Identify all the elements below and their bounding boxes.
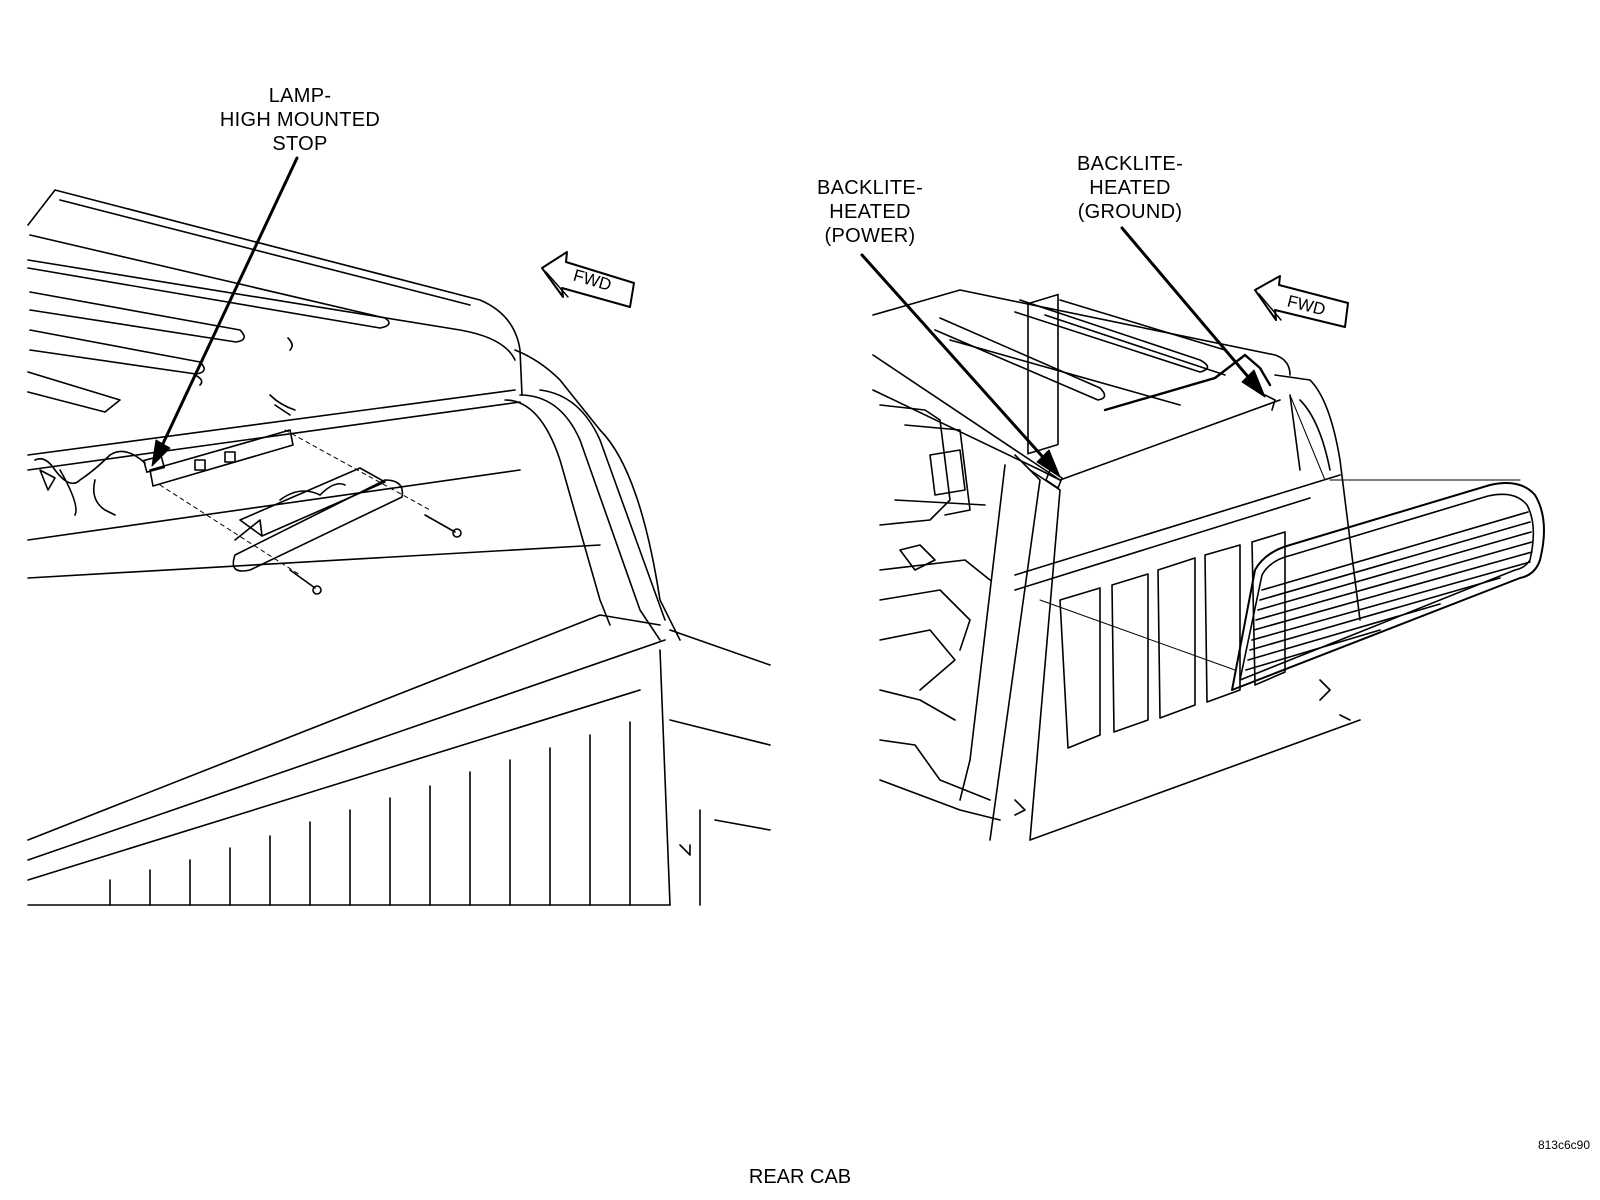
fwd-label-left: FWD bbox=[571, 266, 613, 295]
callout-backlite-heated-power: BACKLITE- HEATED (POWER) bbox=[790, 176, 950, 248]
backlite-ground-leader-arrow bbox=[1120, 226, 1266, 398]
lamp-leader-arrow bbox=[151, 156, 299, 467]
callout-power-line-1: BACKLITE- bbox=[816, 177, 924, 199]
callout-power-line-3: (POWER) bbox=[824, 225, 916, 247]
callout-backlite-heated-ground: BACKLITE- HEATED (GROUND) bbox=[1050, 152, 1210, 224]
fwd-arrow-right bbox=[1254, 275, 1349, 328]
callout-lamp-line-3: STOP bbox=[272, 133, 328, 155]
callout-lamp-high-mounted-stop: LAMP- HIGH MOUNTED STOP bbox=[200, 84, 400, 156]
figure-id: 813c6c90 bbox=[1537, 1138, 1590, 1152]
left-view-cab-roof bbox=[27, 189, 771, 906]
backlite-power-leader-arrow bbox=[860, 253, 1061, 478]
callout-ground-line-1: BACKLITE- bbox=[1076, 153, 1184, 175]
callout-lamp-line-1: LAMP- bbox=[268, 85, 332, 107]
right-view-cab-rear bbox=[872, 289, 1545, 841]
callout-ground-line-2: HEATED bbox=[1089, 177, 1171, 199]
callout-lamp-line-2: HIGH MOUNTED bbox=[219, 109, 381, 131]
fwd-arrow-left bbox=[541, 251, 635, 308]
callout-ground-line-3: (GROUND) bbox=[1077, 201, 1183, 223]
callout-power-line-2: HEATED bbox=[829, 201, 911, 223]
figure-caption: REAR CAB bbox=[748, 1166, 852, 1188]
